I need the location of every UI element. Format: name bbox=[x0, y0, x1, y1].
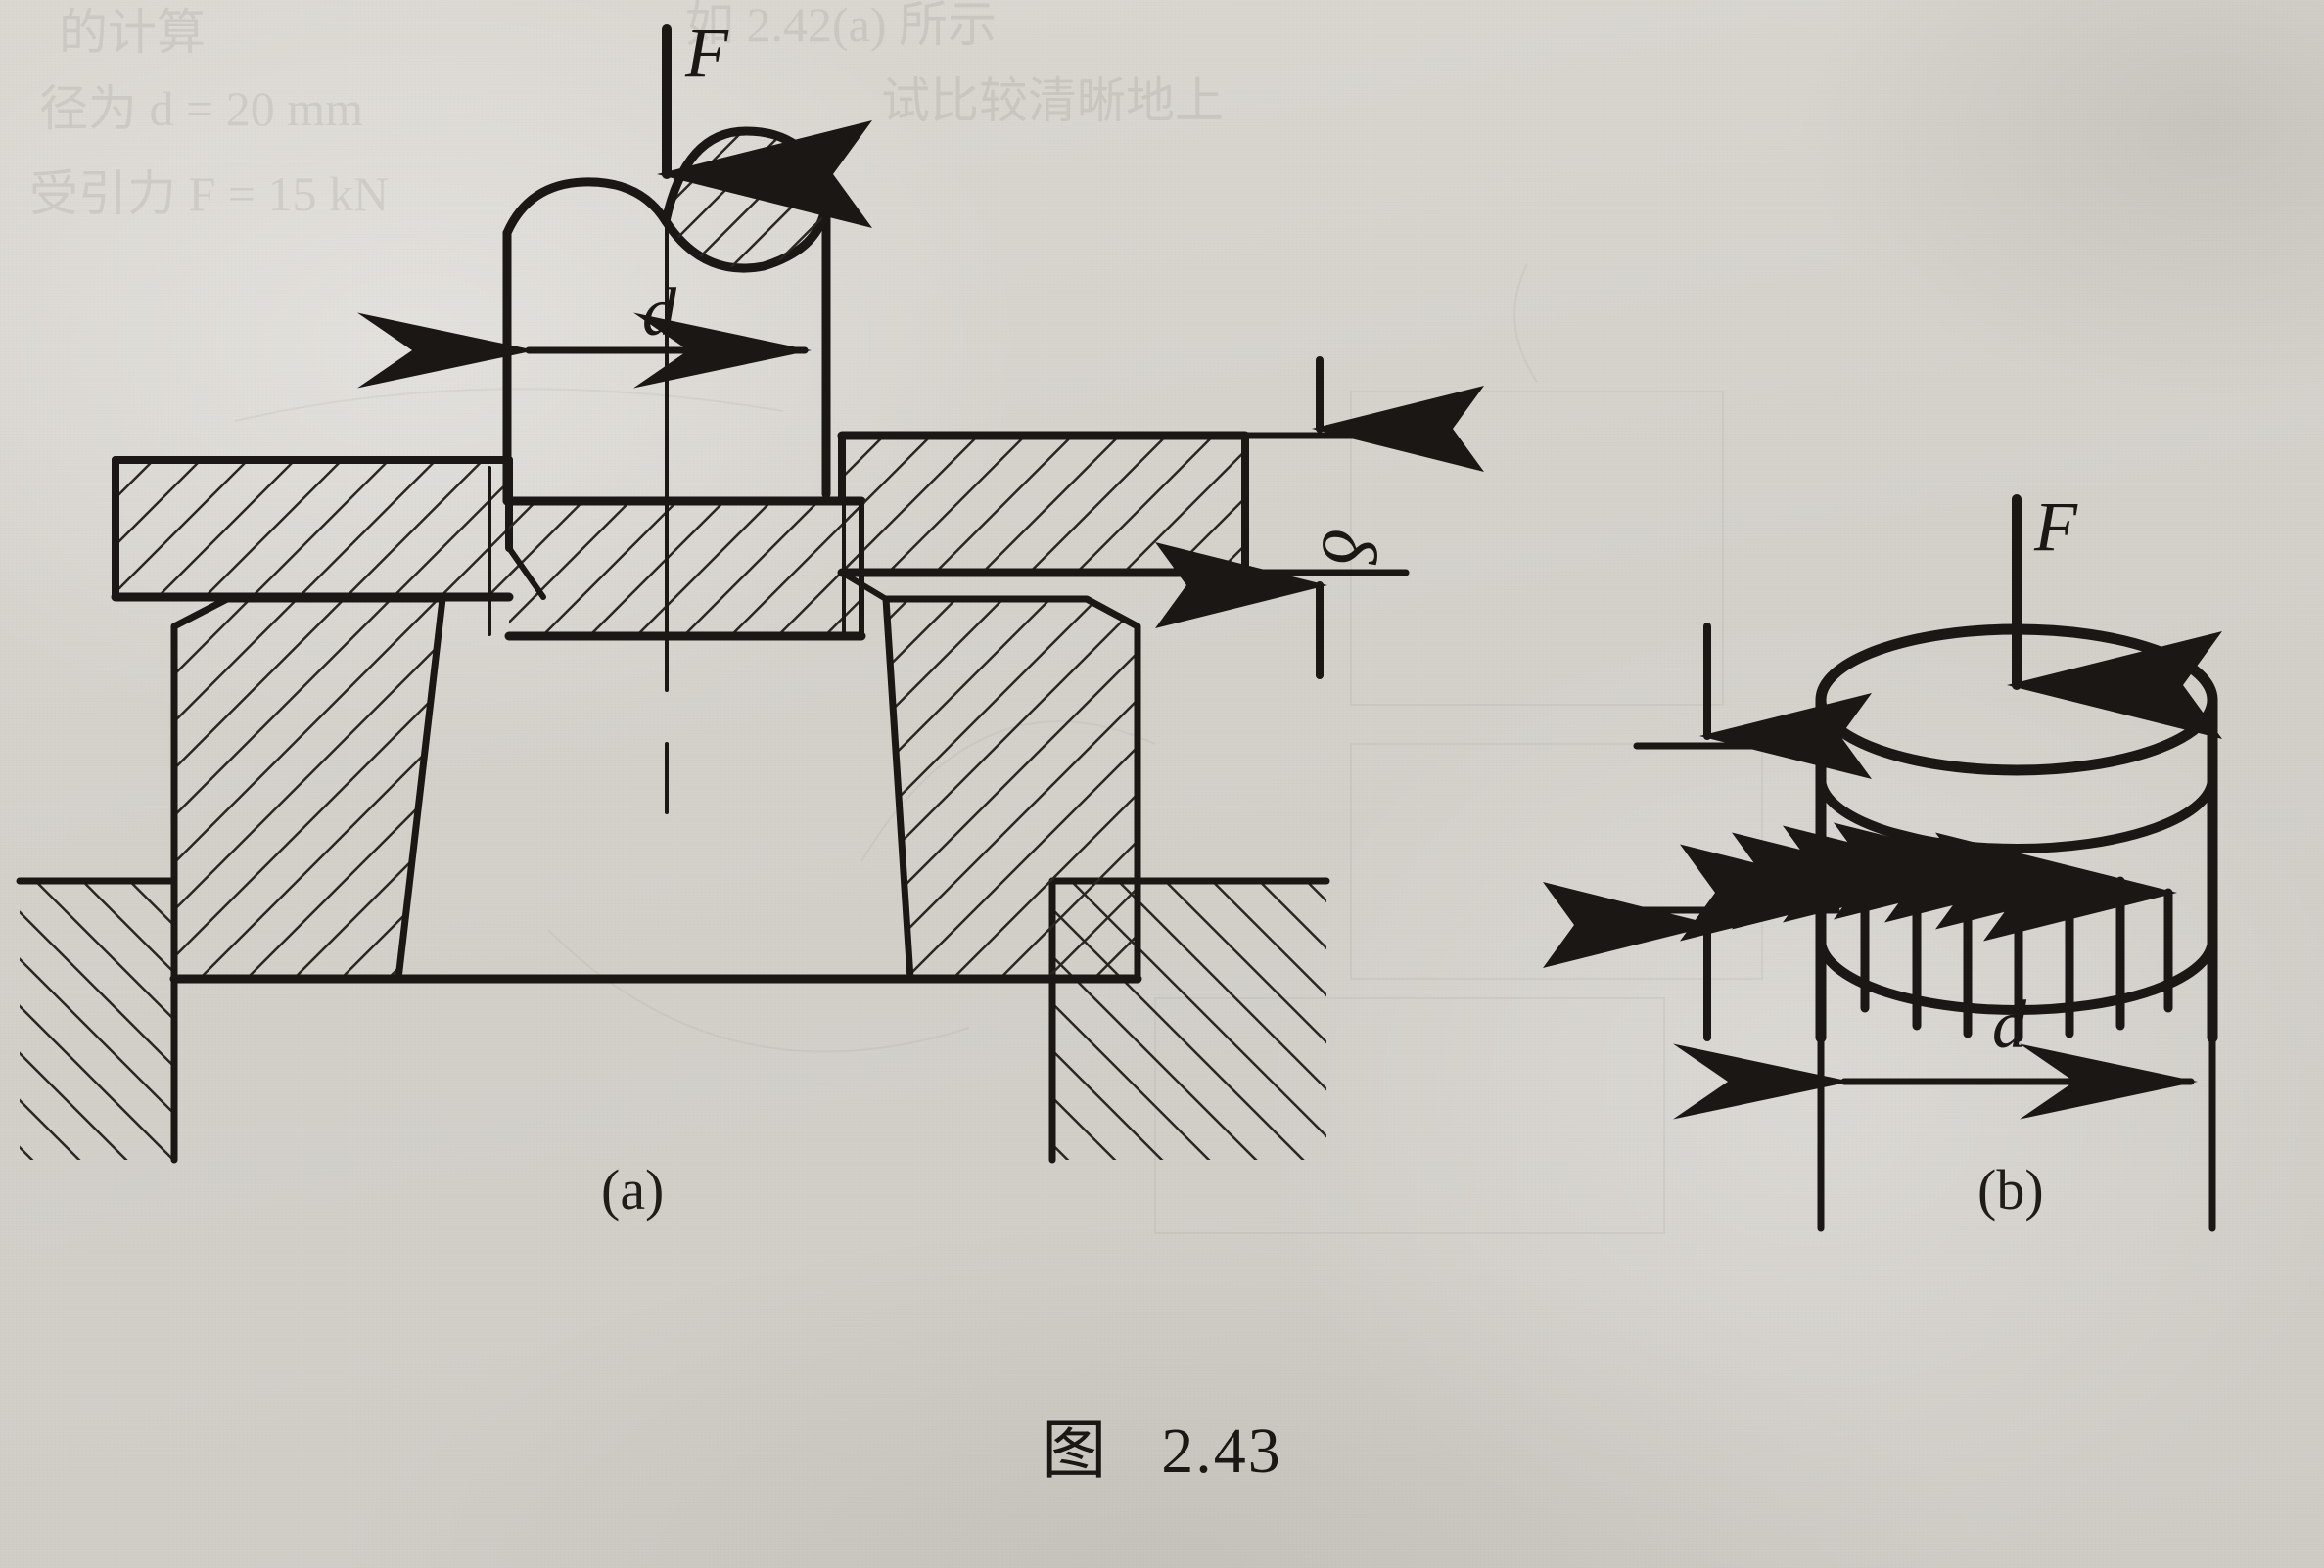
workpiece-plate bbox=[111, 431, 1250, 641]
subfigure-label-b: (b) bbox=[1977, 1158, 2044, 1222]
caption-number: 2.43 bbox=[1161, 1415, 1282, 1487]
dimension-delta-b bbox=[1543, 623, 1872, 1041]
die-left-outline bbox=[170, 595, 446, 983]
figure-caption: 图 2.43 bbox=[0, 1398, 2324, 1492]
dimension-d-a bbox=[357, 292, 828, 389]
bleed-text-line1-right: 如 2.42(a) 所示 bbox=[685, 0, 997, 52]
force-label-b: F bbox=[2033, 487, 2078, 566]
slug-mid-ellipse bbox=[1816, 773, 2217, 853]
plate-step-right-chamfer bbox=[839, 570, 889, 602]
die-block bbox=[169, 595, 1142, 984]
subfigure-a bbox=[16, 24, 1484, 1164]
plate-step-left-chamfer bbox=[506, 545, 546, 600]
bleed-text-line2-right: 试比较清晰地上 bbox=[881, 73, 1224, 128]
force-label-a: F bbox=[684, 14, 729, 92]
thickness-label-a: δ bbox=[1307, 529, 1392, 566]
diameter-label-a: d bbox=[642, 275, 677, 350]
subfigure-b bbox=[1543, 494, 2222, 1232]
punch-top-break-left bbox=[502, 177, 671, 238]
subfigure-label-a: (a) bbox=[601, 1158, 665, 1222]
caption-prefix: 图 bbox=[1042, 1415, 1109, 1487]
bleed-text-line3: 受引力 F = 15 kN bbox=[29, 166, 389, 221]
shear-stress-arrows bbox=[1680, 822, 2177, 1042]
bleed-text-line1-left: 的计算 bbox=[59, 5, 206, 60]
dimension-delta-a bbox=[1155, 356, 1484, 679]
bleed-text-line2-left: 径为 d = 20 mm bbox=[39, 81, 363, 136]
thickness-label-b: δ bbox=[1695, 861, 1780, 899]
die-right-outline bbox=[882, 595, 1141, 983]
diameter-label-b: d bbox=[1992, 988, 2027, 1063]
